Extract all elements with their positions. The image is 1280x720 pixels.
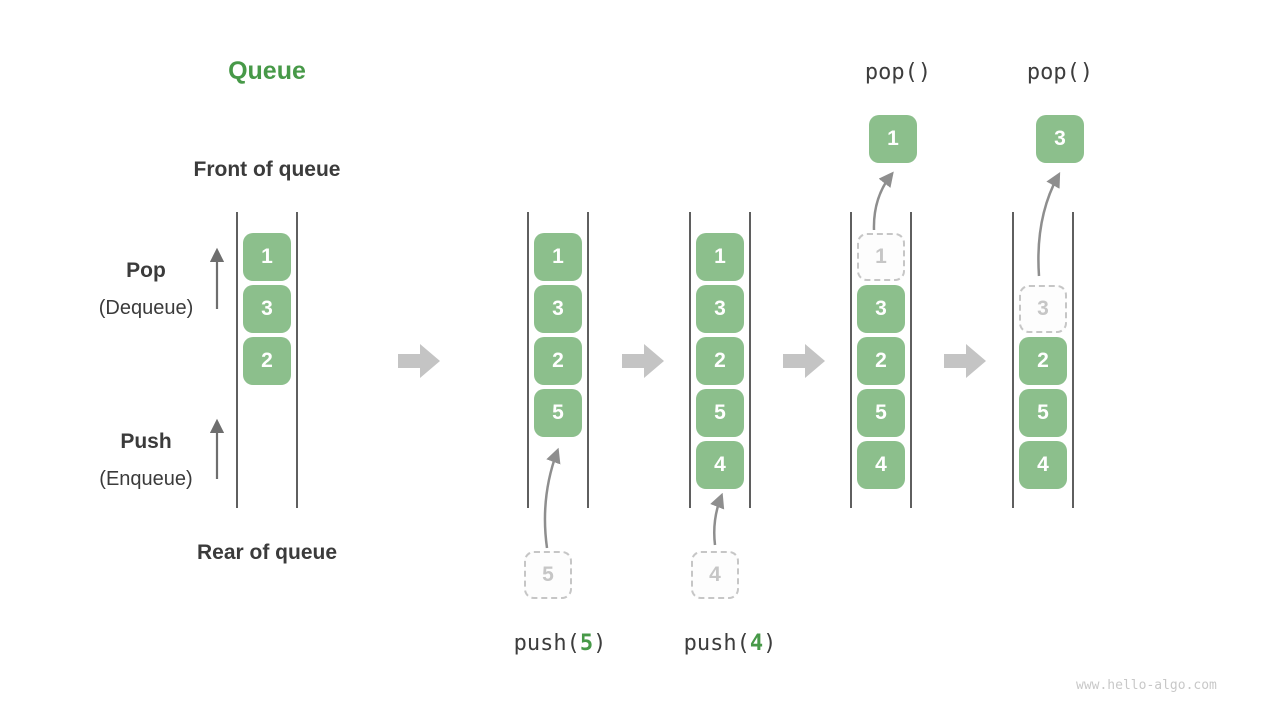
op-arg: 4 bbox=[749, 631, 764, 656]
popped-cell: 3 bbox=[1036, 115, 1084, 163]
dequeue-label: (Dequeue) bbox=[98, 297, 194, 319]
queue-cell: 4 bbox=[857, 441, 905, 489]
queue-cell: 1 bbox=[243, 233, 291, 281]
incoming-cell-ghost: 5 bbox=[524, 551, 572, 599]
incoming-cell-ghost: 4 bbox=[691, 551, 739, 599]
queue-rails-state4 bbox=[850, 212, 912, 508]
queue-cell: 5 bbox=[534, 389, 582, 437]
pop-label: Pop bbox=[126, 259, 166, 282]
queue-cell: 3 bbox=[534, 285, 582, 333]
push-label: Push bbox=[120, 430, 172, 453]
next-state-arrow-icon bbox=[398, 344, 440, 378]
popped-cell: 1 bbox=[869, 115, 917, 163]
pop-label-group: Pop (Dequeue) bbox=[60, 259, 232, 320]
pop-op-label: pop() bbox=[1026, 60, 1094, 85]
push-op-label: push(4) bbox=[650, 631, 810, 656]
queue-rails-state3 bbox=[689, 212, 751, 508]
next-state-arrow-icon bbox=[783, 344, 825, 378]
queue-cell: 3 bbox=[857, 285, 905, 333]
queue-cell: 3 bbox=[696, 285, 744, 333]
queue-cell: 2 bbox=[534, 337, 582, 385]
queue-cell: 2 bbox=[243, 337, 291, 385]
watermark: www.hello-algo.com bbox=[1076, 678, 1217, 693]
op-arg: 5 bbox=[579, 631, 594, 656]
push-op-label: push(5) bbox=[480, 631, 640, 656]
queue-cell: 3 bbox=[243, 285, 291, 333]
queue-rails-state2 bbox=[527, 212, 589, 508]
queue-rails-state1 bbox=[236, 212, 298, 508]
op-text: ) bbox=[593, 631, 607, 656]
front-of-queue-label: Front of queue bbox=[193, 158, 341, 181]
queue-cell: 4 bbox=[1019, 441, 1067, 489]
op-text: push( bbox=[513, 631, 580, 656]
queue-cell: 4 bbox=[696, 441, 744, 489]
queue-rails-state5 bbox=[1012, 212, 1074, 508]
op-text: push( bbox=[683, 631, 750, 656]
queue-cell: 1 bbox=[534, 233, 582, 281]
next-state-arrow-icon bbox=[622, 344, 664, 378]
enqueue-label: (Enqueue) bbox=[99, 468, 193, 490]
rear-of-queue-label: Rear of queue bbox=[196, 541, 338, 564]
next-state-arrow-icon bbox=[944, 344, 986, 378]
queue-cell: 5 bbox=[857, 389, 905, 437]
diagram-title: Queue bbox=[228, 57, 306, 85]
op-text: ) bbox=[763, 631, 777, 656]
popped-cell-ghost: 1 bbox=[857, 233, 905, 281]
pop-op-label: pop() bbox=[864, 60, 932, 85]
queue-cell: 2 bbox=[1019, 337, 1067, 385]
queue-cell: 2 bbox=[696, 337, 744, 385]
queue-cell: 1 bbox=[696, 233, 744, 281]
queue-cell: 5 bbox=[696, 389, 744, 437]
push-label-group: Push (Enqueue) bbox=[60, 430, 232, 491]
queue-cell: 2 bbox=[857, 337, 905, 385]
queue-cell: 5 bbox=[1019, 389, 1067, 437]
popped-cell-ghost: 3 bbox=[1019, 285, 1067, 333]
